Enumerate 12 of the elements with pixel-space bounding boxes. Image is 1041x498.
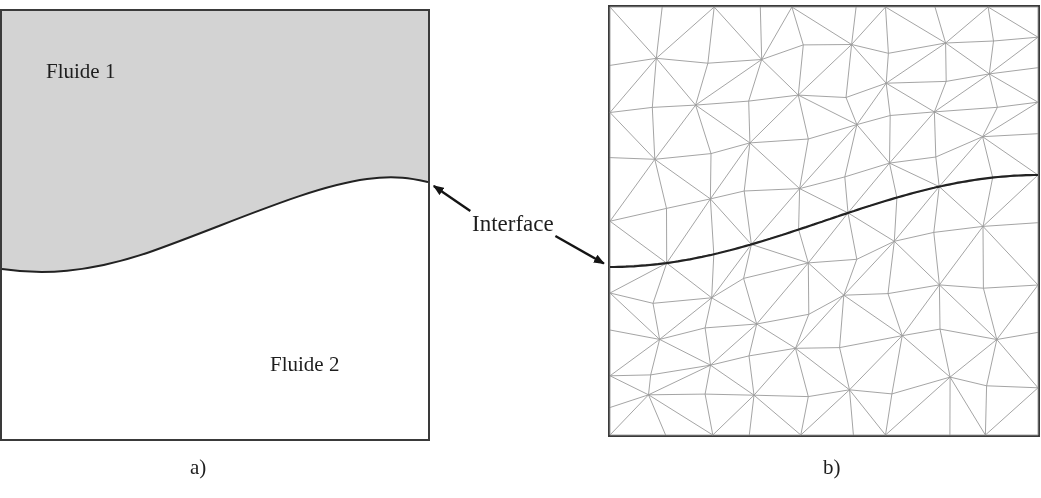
region-label: Fluide 2 bbox=[270, 354, 340, 375]
leader-arrow bbox=[432, 184, 471, 212]
interface-curve bbox=[1, 176, 429, 273]
fluid-domain-panel bbox=[0, 9, 430, 441]
region-label: Fluide 1 bbox=[46, 61, 116, 82]
fluid-region bbox=[2, 11, 428, 275]
interface-curve bbox=[610, 173, 1038, 269]
callout-label: Interface bbox=[472, 212, 554, 235]
leader-arrow bbox=[554, 234, 605, 265]
panel-caption: a) bbox=[190, 457, 207, 478]
triangular-mesh-drawing bbox=[608, 5, 1040, 437]
panel-caption: b) bbox=[823, 457, 841, 478]
